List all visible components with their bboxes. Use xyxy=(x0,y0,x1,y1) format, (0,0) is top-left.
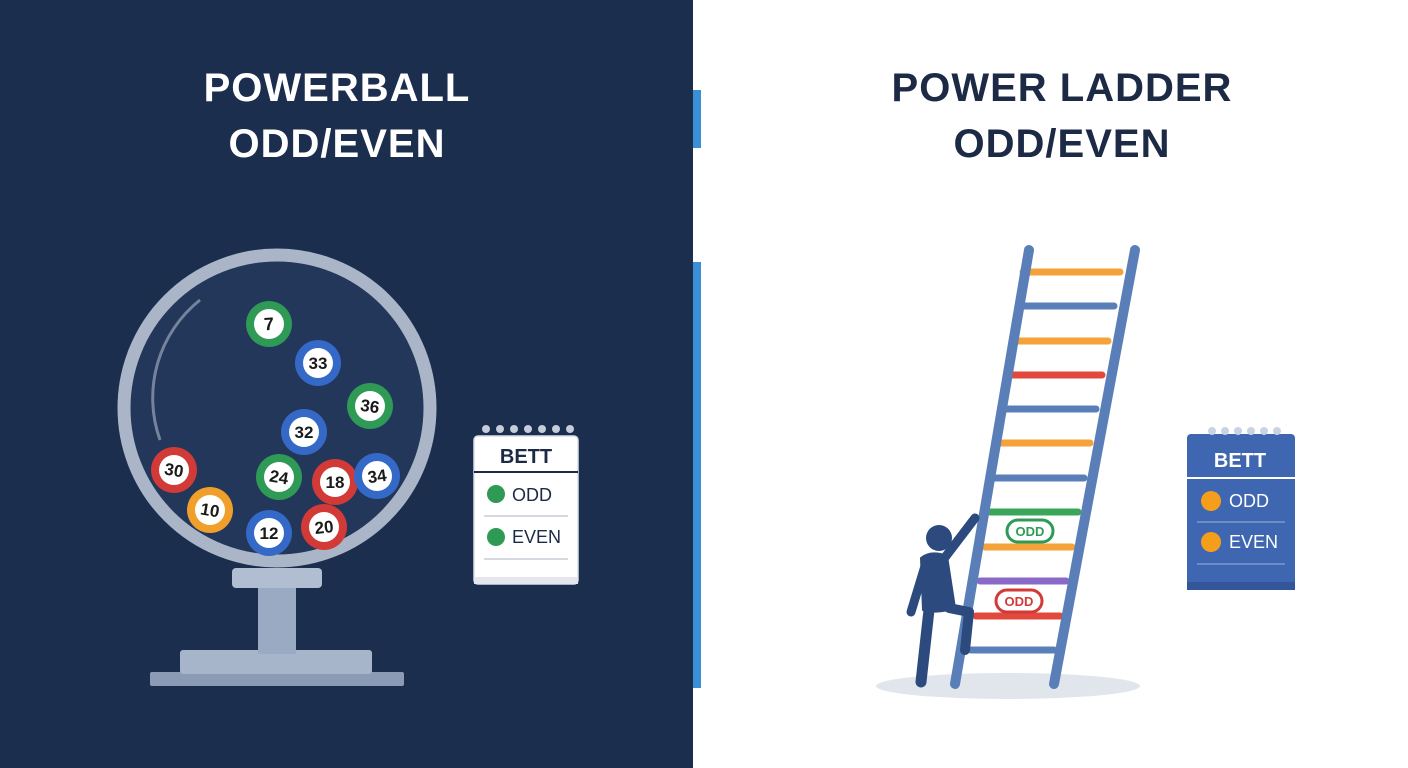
bet-card-left-even-label: EVEN xyxy=(512,527,561,547)
power-ladder-illustration: ODD ODD BETT ODD EVEN xyxy=(876,245,1295,699)
bet-card-right-even-label: EVEN xyxy=(1229,532,1278,552)
ladder-tag-odd-red: ODD xyxy=(994,588,1044,614)
lottery-machine-illustration: 7 33 36 32 30 24 18 34 10 12 20 BETT ODD EVEN xyxy=(117,248,579,686)
lottery-ball-number: 10 xyxy=(199,499,221,521)
machine-base-top xyxy=(180,650,372,674)
powerball-title-line2: ODD/EVEN xyxy=(228,122,446,166)
power-ladder-panel xyxy=(693,0,1408,768)
lottery-ball-number: 24 xyxy=(268,466,290,488)
power-ladder-title: POWER LADDER ODD/EVEN xyxy=(760,60,1364,172)
lottery-ball: 32 xyxy=(281,409,327,455)
even-dot-icon xyxy=(1201,532,1221,552)
ladder-shadow xyxy=(876,673,1140,699)
lottery-balls: 7 33 36 32 30 24 18 34 10 12 20 xyxy=(151,301,400,556)
powerball-title: POWERBALL ODD/EVEN xyxy=(30,60,644,172)
lottery-ball-number: 12 xyxy=(260,524,279,543)
odd-dot-icon xyxy=(487,485,505,503)
bet-card-right[interactable]: BETT ODD EVEN xyxy=(1187,427,1295,590)
climber-figure-icon xyxy=(906,513,980,688)
lottery-ball-number: 20 xyxy=(314,517,335,538)
lottery-ball: 33 xyxy=(295,340,341,386)
lottery-ball: 24 xyxy=(256,454,302,500)
lottery-ball: 10 xyxy=(187,487,233,533)
lottery-ball-number: 34 xyxy=(366,466,388,488)
lottery-ball: 36 xyxy=(347,383,393,429)
lottery-ball: 7 xyxy=(246,301,292,347)
bet-card-left[interactable]: BETT ODD EVEN xyxy=(473,425,579,585)
lottery-ball-number: 18 xyxy=(326,473,345,492)
lottery-ball: 34 xyxy=(354,453,400,499)
lottery-ball-number: 30 xyxy=(163,459,185,481)
even-dot-icon xyxy=(487,528,505,546)
ladder-tag-green-label: ODD xyxy=(1016,524,1045,539)
lottery-ball: 20 xyxy=(301,504,347,550)
globe-highlight xyxy=(151,298,201,441)
divider-accent-bottom xyxy=(693,262,701,688)
lottery-ball: 30 xyxy=(151,447,197,493)
divider-accent-top xyxy=(693,90,701,148)
bet-card-right-header: BETT xyxy=(1214,450,1266,472)
lottery-ball-number: 32 xyxy=(295,423,314,442)
bet-card-left-header: BETT xyxy=(500,446,552,468)
ladder-tag-red-label: ODD xyxy=(1005,594,1034,609)
bet-card-right-even[interactable]: EVEN xyxy=(1201,532,1278,552)
bet-card-right-odd-label: ODD xyxy=(1229,491,1269,511)
machine-collar xyxy=(232,568,322,588)
lottery-ball-number: 7 xyxy=(263,314,274,335)
bet-card-right-odd[interactable]: ODD xyxy=(1201,491,1269,511)
bet-card-left-odd[interactable]: ODD xyxy=(487,485,552,505)
lottery-ball: 12 xyxy=(246,510,292,556)
odd-dot-icon xyxy=(1201,491,1221,511)
lottery-ball-number: 33 xyxy=(309,354,328,373)
bet-card-left-odd-label: ODD xyxy=(512,485,552,505)
bet-card-left-even[interactable]: EVEN xyxy=(487,527,561,547)
machine-base xyxy=(150,672,404,686)
lottery-ball-number: 36 xyxy=(359,396,380,417)
machine-stand xyxy=(258,582,296,654)
ladder-rungs xyxy=(967,268,1124,654)
powerball-title-line1: POWERBALL xyxy=(203,66,471,110)
power-ladder-title-line1: POWER LADDER xyxy=(891,66,1233,110)
lottery-ball: 18 xyxy=(312,459,358,505)
ladder-tag-odd-green: ODD xyxy=(1005,518,1055,544)
power-ladder-title-line2: ODD/EVEN xyxy=(953,122,1171,166)
